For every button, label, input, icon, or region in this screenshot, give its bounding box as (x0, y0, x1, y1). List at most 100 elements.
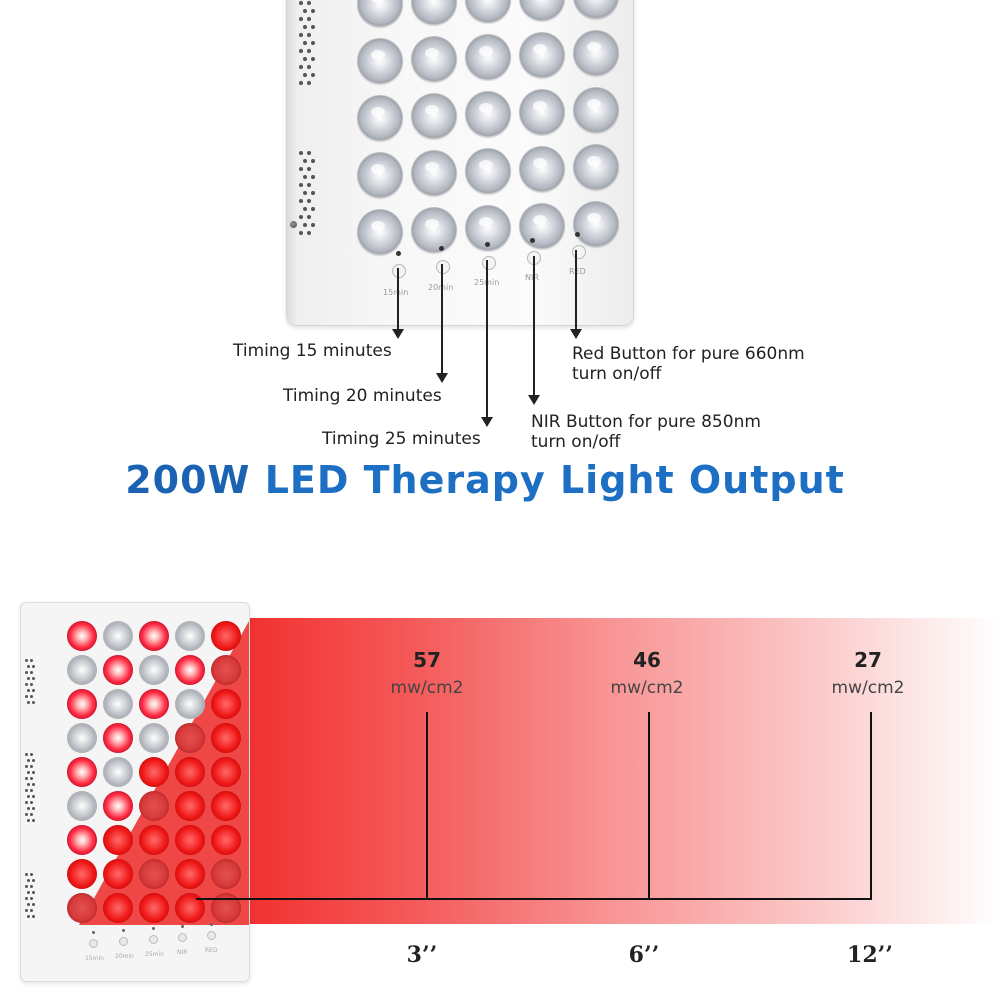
vent-hole (25, 671, 28, 674)
indicator-light (122, 929, 125, 932)
callout-timing-25: Timing 25 minutes (322, 429, 481, 449)
led-bulb (211, 791, 241, 821)
reading-unit-3in: mw/cm2 (390, 678, 464, 698)
led-bulb (357, 38, 403, 84)
arrow-20min (436, 264, 448, 383)
arrow-25min (481, 260, 493, 427)
vent-hole (32, 795, 35, 798)
led-bulb (67, 791, 97, 821)
vent-hole (311, 207, 315, 211)
vent-hole (25, 897, 28, 900)
button-nir-small[interactable] (178, 933, 187, 942)
vent-hole (303, 191, 307, 195)
vent-hole (25, 659, 28, 662)
vent-hole (32, 689, 35, 692)
indicator-light (181, 925, 184, 928)
led-bulb (573, 201, 619, 247)
vent-hole (307, 33, 311, 37)
led-bulb (519, 146, 565, 192)
heading-wattage: 200W (125, 458, 251, 502)
vent-hole (307, 49, 311, 53)
vent-hole (32, 677, 35, 680)
vent-hole (25, 683, 28, 686)
button-label-20min-small: 20min (115, 953, 134, 960)
reading-value-3in: 57 (413, 648, 441, 672)
vent-hole (311, 41, 315, 45)
vent-hole (307, 215, 311, 219)
vent-hole (32, 807, 35, 810)
callout-red-line2: turn on/off (572, 364, 662, 384)
vent-hole (32, 783, 35, 786)
led-bulb (519, 203, 565, 249)
led-bulb (139, 893, 169, 923)
callout-nir-line1: NIR Button for pure 850nm (531, 412, 761, 432)
device-panel-top: 15min 20min 25min NIR RED (286, 0, 634, 326)
callout-nir-button: NIR Button for pure 850nm turn on/off (531, 412, 761, 452)
vent-hole (311, 223, 315, 227)
button-25min[interactable] (482, 256, 496, 270)
led-bulb (175, 621, 205, 651)
button-label-nir: NIR (525, 273, 539, 282)
vent-hole (307, 183, 311, 187)
led-bulb (103, 859, 133, 889)
vent-hole (307, 167, 311, 171)
measure-line-3in (426, 712, 428, 900)
vent-hole (299, 65, 303, 69)
led-bulb (411, 93, 457, 139)
vent-hole (30, 695, 33, 698)
vent-hole (307, 199, 311, 203)
button-red-small[interactable] (207, 931, 216, 940)
vent-hole (27, 891, 30, 894)
led-bulb (67, 893, 97, 923)
vent-hole (32, 903, 35, 906)
vent-hole (303, 175, 307, 179)
vent-hole (30, 683, 33, 686)
led-bulb (175, 723, 205, 753)
vent-hole (25, 777, 28, 780)
led-bulb (175, 859, 205, 889)
button-label-20min: 20min (428, 283, 453, 292)
button-20min[interactable] (436, 260, 450, 274)
callout-red-button: Red Button for pure 660nm turn on/off (572, 344, 805, 384)
button-20min-small[interactable] (119, 937, 128, 946)
vent-hole (32, 819, 35, 822)
led-bulb (519, 0, 565, 21)
vent-hole (299, 81, 303, 85)
vent-hole (303, 9, 307, 13)
vent-hole (25, 813, 28, 816)
led-bulb (67, 655, 97, 685)
vent-hole (303, 159, 307, 163)
button-25min-small[interactable] (149, 935, 158, 944)
vent-hole (299, 1, 303, 5)
led-bulb (67, 689, 97, 719)
vent-hole (299, 199, 303, 203)
vent-hole (311, 25, 315, 29)
arrow-nir (528, 256, 540, 405)
vent-hole (307, 151, 311, 155)
section-heading: 200W LED Therapy Light Output (0, 458, 970, 502)
heading-text: LED Therapy Light Output (264, 458, 845, 502)
vent-hole (299, 49, 303, 53)
led-bulb (357, 95, 403, 141)
vent-hole (27, 665, 30, 668)
led-bulb (139, 757, 169, 787)
vent-hole (30, 909, 33, 912)
vent-hole (25, 753, 28, 756)
led-bulb (411, 0, 457, 25)
reading-unit-12in: mw/cm2 (831, 678, 905, 698)
indicator-light (210, 923, 213, 926)
vent-hole (307, 231, 311, 235)
vent-hole (30, 873, 33, 876)
button-label-nir-small: NIR (177, 949, 188, 956)
led-bulb (67, 859, 97, 889)
vent-hole (303, 207, 307, 211)
led-bulb (67, 723, 97, 753)
led-bulb (519, 32, 565, 78)
vent-hole (25, 789, 28, 792)
led-bulb (357, 152, 403, 198)
vent-hole (25, 765, 28, 768)
led-bulb (67, 757, 97, 787)
led-bulb (465, 0, 511, 23)
button-15min-small[interactable] (89, 939, 98, 948)
button-15min[interactable] (392, 264, 406, 278)
